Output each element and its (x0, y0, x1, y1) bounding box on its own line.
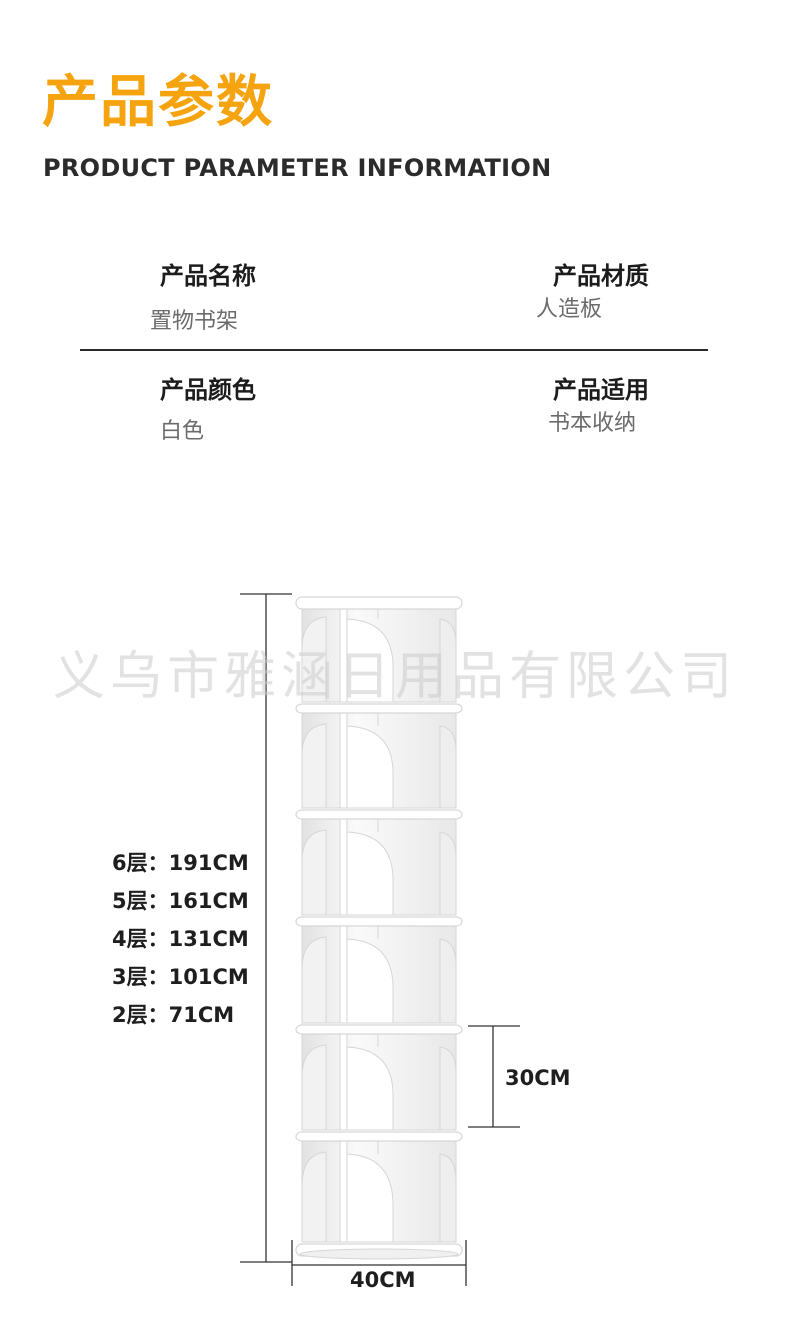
shelf-base (299, 1248, 459, 1260)
layer-height-list: 6层：191CM 5层：161CM 4层：131CM 3层：101CM 2层：7… (112, 848, 249, 1038)
shelf-book-stop (346, 725, 394, 809)
page-title: 产品参数 (42, 70, 274, 135)
shelf-board (295, 596, 463, 610)
layer-height-dimension-line (468, 1025, 520, 1128)
page-subtitle: PRODUCT PARAMETER INFORMATION (43, 154, 552, 182)
shelf-book-stop (346, 618, 394, 703)
shelf-side-panel (439, 938, 457, 1024)
product-color-value: 白色 (160, 419, 205, 444)
product-color-label: 产品颜色 (160, 376, 256, 404)
divider (80, 349, 708, 351)
layer-height-item: 5层：161CM (112, 889, 249, 913)
shelf-side-panel (439, 725, 457, 809)
shelf-divider (339, 1032, 348, 1131)
shelf-board (295, 1024, 463, 1035)
layer-height-item: 2层：71CM (112, 1003, 235, 1027)
watermark: 义乌市雅涵日用品有限公司 (52, 647, 737, 707)
shelf-divider (339, 711, 348, 809)
shelf-side-panel (301, 616, 327, 703)
product-name-value: 置物书架 (150, 309, 239, 334)
shelf-cells (295, 596, 463, 1260)
shelf-board (295, 916, 463, 927)
shelf-side-panel (301, 723, 327, 809)
product-usage-value: 书本收纳 (548, 411, 637, 436)
shelf-side-panel (439, 618, 457, 703)
shelf-divider (339, 1139, 348, 1243)
product-material-value: 人造板 (536, 297, 603, 322)
layer-height-item: 6层：191CM (112, 851, 249, 875)
shelf-book-stop (346, 1153, 394, 1243)
shelf-side-panel (301, 936, 327, 1024)
shelf-side-panel (301, 829, 327, 916)
shelf-side-panel (301, 1044, 327, 1131)
shelf-board (295, 1131, 463, 1142)
layer-height-label: 30CM (505, 1066, 571, 1090)
width-label: 40CM (350, 1268, 416, 1292)
shelf-side-panel (301, 1151, 327, 1243)
layer-height-item: 3层：101CM (112, 965, 249, 989)
width-dimension-line (291, 1240, 467, 1286)
shelf-side-panel (439, 831, 457, 916)
shelf-board (295, 703, 463, 714)
layer-height-item: 4层：131CM (112, 927, 249, 951)
shelf-divider (339, 817, 348, 916)
product-material-label: 产品材质 (553, 262, 649, 290)
shelf-divider (339, 924, 348, 1024)
shelf-book-stop (346, 1046, 394, 1131)
height-dimension-line (240, 593, 292, 1263)
shelf-board (295, 809, 463, 820)
product-name-label: 产品名称 (160, 262, 256, 290)
product-usage-label: 产品适用 (553, 376, 649, 404)
shelf-book-stop (346, 938, 394, 1024)
shelf-book-stop (346, 831, 394, 916)
shelf-side-panel (439, 1046, 457, 1131)
shelf-side-panel (439, 1153, 457, 1243)
